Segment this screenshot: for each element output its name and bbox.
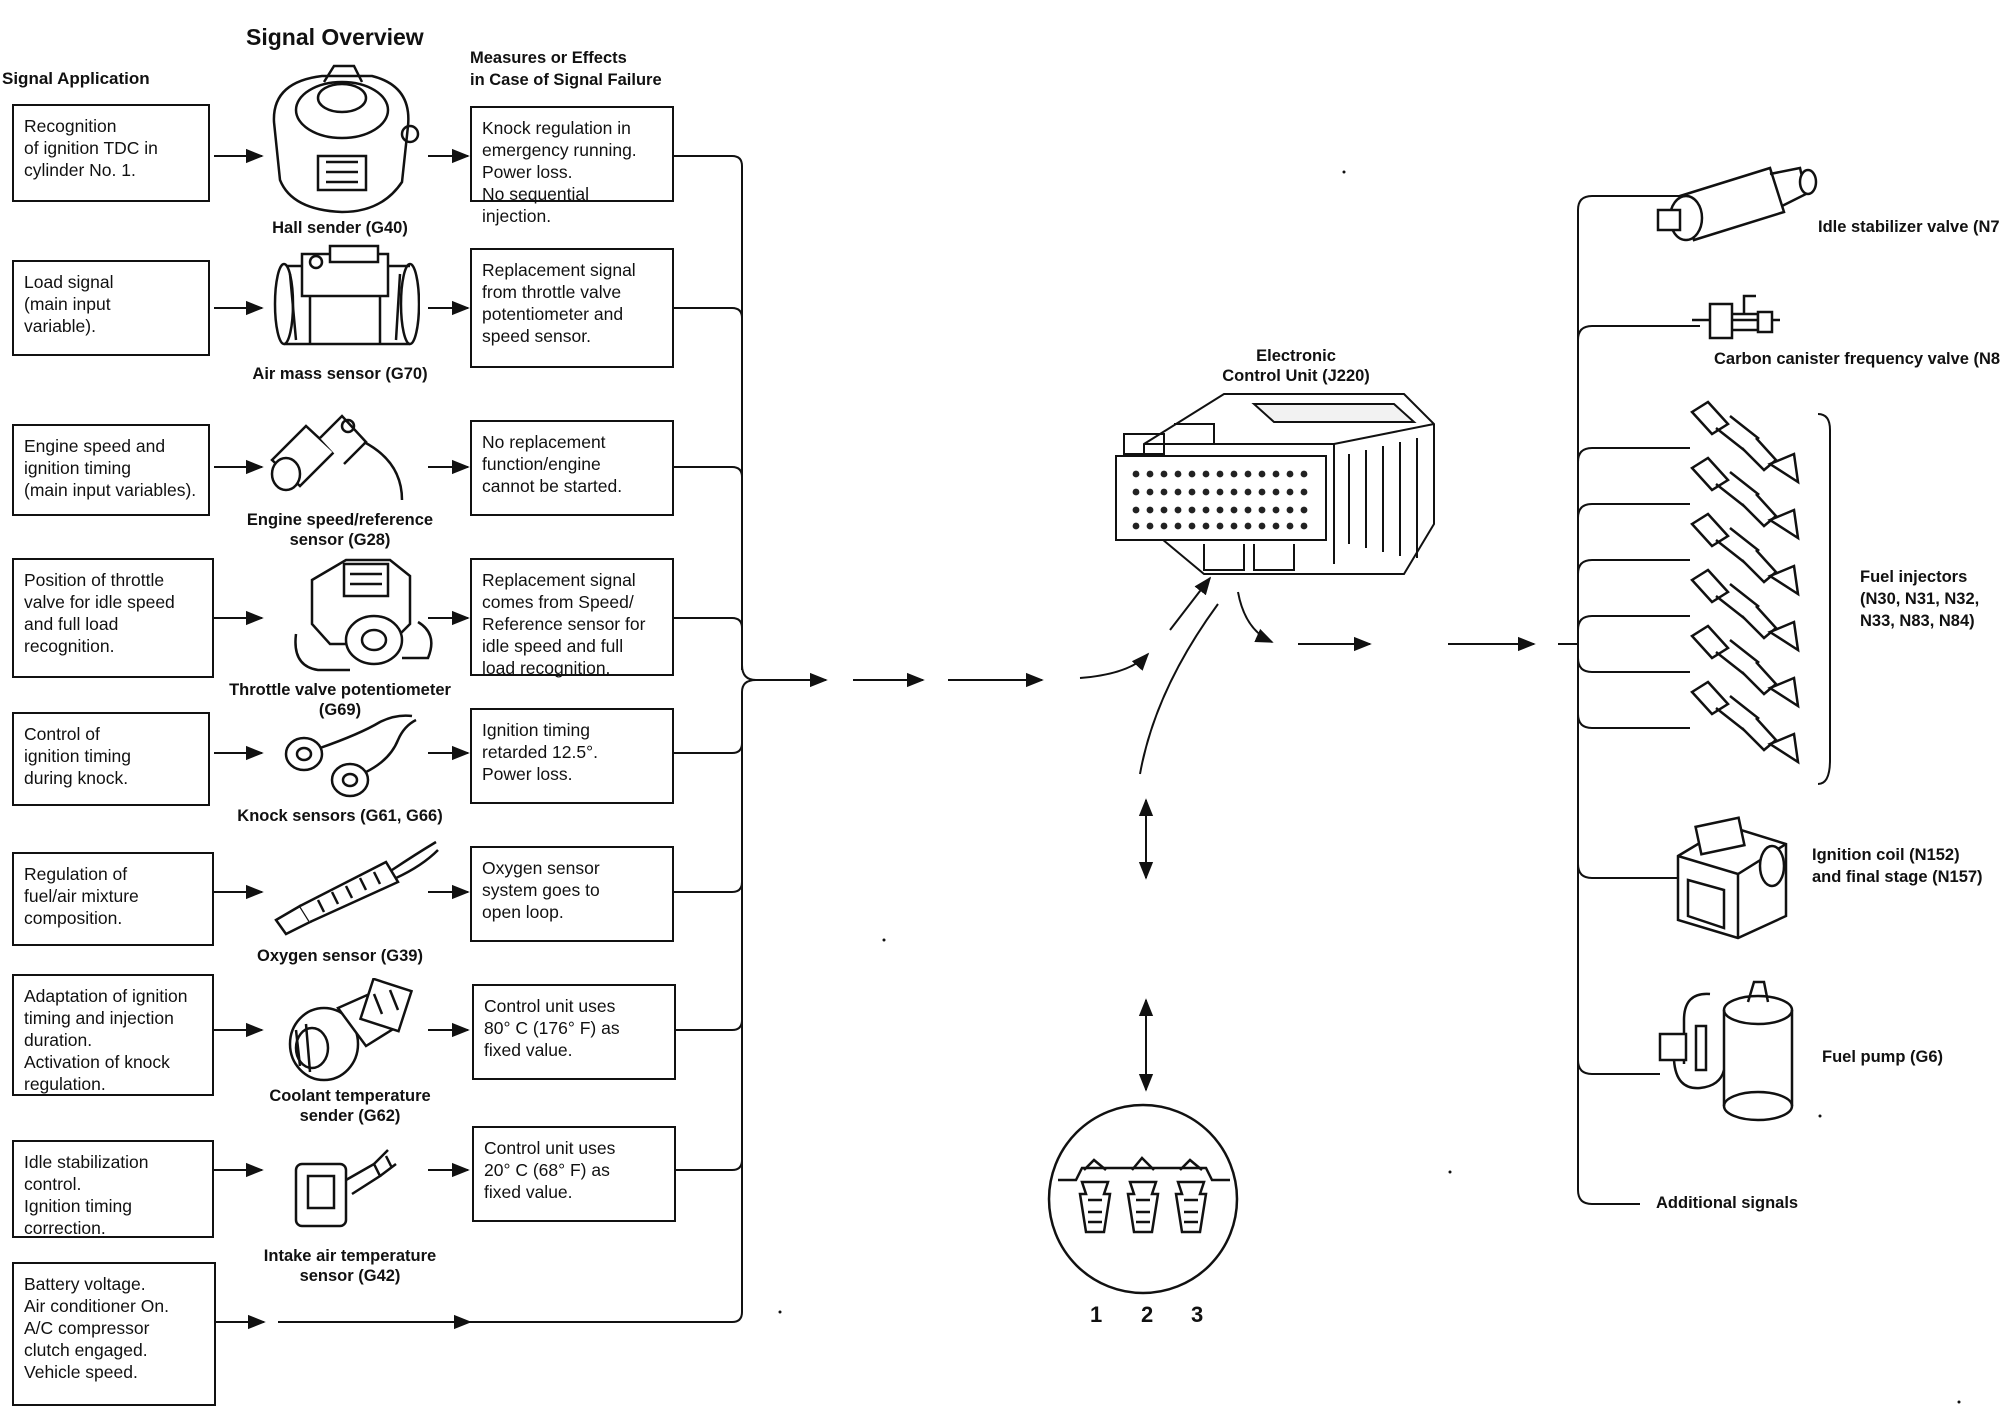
ecu-label: Electronic Control Unit (J220) — [1222, 347, 1370, 385]
output-label-ignition-coil: Ignition coil (N152) and final stage (N1… — [1812, 846, 1983, 886]
failure-effect-box: Knock regulation in emergency running. P… — [470, 106, 674, 226]
signal-application-box: Battery voltage. Air conditioner On. A/C… — [12, 1262, 216, 1406]
signal-application-box: Idle stabilization control. Ignition tim… — [12, 1140, 214, 1238]
connector-terminal-2 — [1126, 1180, 1160, 1234]
connector-diagnostic-icon — [1046, 1102, 1240, 1296]
sensor-caption: Oxygen sensor (G39) — [257, 947, 423, 965]
output-label-idle-stabilizer: Idle stabilizer valve (N7 — [1818, 218, 2000, 236]
injector-bracket — [1817, 413, 1831, 785]
output-label-carbon-canister: Carbon canister frequency valve (N8 — [1714, 350, 2001, 368]
sensor-caption: Coolant temperature sender (G62) — [269, 1087, 431, 1125]
signal-application-box: Regulation of fuel/air mixture compositi… — [12, 852, 214, 946]
signal-application-box: Recognition of ignition TDC in cylinder … — [12, 104, 210, 202]
signal-application-box: Adaptation of ignition timing and inject… — [12, 974, 214, 1096]
connector-pin-1: 1 — [1090, 1302, 1103, 1327]
flow-arrows — [778, 576, 1578, 1092]
sensor-caption: Knock sensors (G61, G66) — [237, 807, 443, 825]
connector-terminal-3 — [1174, 1180, 1208, 1234]
fuel-injector-icon — [1686, 454, 1806, 544]
failure-effect-box: No replacement function/engine cannot be… — [470, 420, 674, 516]
knock-sensor-icon — [280, 710, 420, 800]
carbon-canister-valve-icon — [1688, 286, 1788, 350]
input-bus-lines — [278, 155, 778, 1323]
failure-effect-box: Oxygen sensor system goes to open loop. — [470, 846, 674, 942]
measures-header: Measures or Effects in Case of Signal Fa… — [470, 49, 662, 89]
failure-effect-box: Control unit uses 80° C (176° F) as fixe… — [472, 984, 676, 1080]
signal-application-box: Load signal (main input variable). — [12, 260, 210, 356]
fuel-injector-icon — [1686, 678, 1806, 768]
connector-terminal-1 — [1078, 1180, 1112, 1234]
failure-effect-box: Replacement signal from throttle valve p… — [470, 248, 674, 368]
fuel-injector-icon — [1686, 398, 1806, 488]
ecu-icon — [1104, 374, 1444, 594]
failure-effect-box: Ignition timing retarded 12.5°. Power lo… — [470, 708, 674, 804]
signal-application-box: Control of ignition timing during knock. — [12, 712, 210, 806]
output-label-additional-signals: Additional signals — [1656, 1194, 1799, 1212]
oxygen-sensor-icon — [266, 836, 442, 936]
sensor-caption: Hall sender (G40) — [272, 219, 408, 237]
sensor-caption: Throttle valve potentiometer (G69) — [229, 681, 451, 719]
output-bus-lines — [1577, 195, 1831, 1205]
sensor-caption: Air mass sensor (G70) — [252, 365, 428, 383]
fuel-injector-icon — [1686, 510, 1806, 600]
output-label-fuel-pump: Fuel pump (G6) — [1822, 1048, 1943, 1066]
idle-stabilizer-valve-icon — [1650, 160, 1820, 250]
failure-effect-box: Control unit uses 20° C (68° F) as fixed… — [472, 1126, 676, 1222]
diag-line — [1139, 603, 1219, 775]
hall-sender-icon — [262, 62, 424, 222]
failure-effect-box: Replacement signal comes from Speed/ Ref… — [470, 558, 674, 678]
fuel-pump-icon — [1650, 980, 1820, 1126]
signal-application-header: Signal Application — [2, 69, 150, 88]
throttle-potentiometer-icon — [290, 554, 440, 676]
sensor-caption: Engine speed/reference sensor (G28) — [246, 511, 434, 549]
ignition-coil-icon — [1668, 816, 1800, 942]
fuel-injector-icon — [1686, 566, 1806, 656]
air-mass-sensor-icon — [270, 244, 421, 358]
signal-application-box: Position of throttle valve for idle spee… — [12, 558, 214, 678]
engine-speed-sensor-icon — [262, 402, 412, 504]
output-label-fuel-injectors: Fuel injectors (N30, N31, N32, N33, N83,… — [1860, 568, 1980, 630]
fuel-injector-icon — [1686, 622, 1806, 712]
connector-pin-2: 2 — [1141, 1302, 1154, 1327]
coolant-sender-icon — [278, 977, 420, 1088]
intake-air-sensor-icon — [288, 1140, 400, 1240]
signal-application-box: Engine speed and ignition timing (main i… — [12, 424, 210, 516]
sensor-caption: Intake air temperature sensor (G42) — [263, 1247, 437, 1285]
connector-pin-3: 3 — [1191, 1302, 1204, 1327]
diagram-title: Signal Overview — [246, 24, 424, 50]
